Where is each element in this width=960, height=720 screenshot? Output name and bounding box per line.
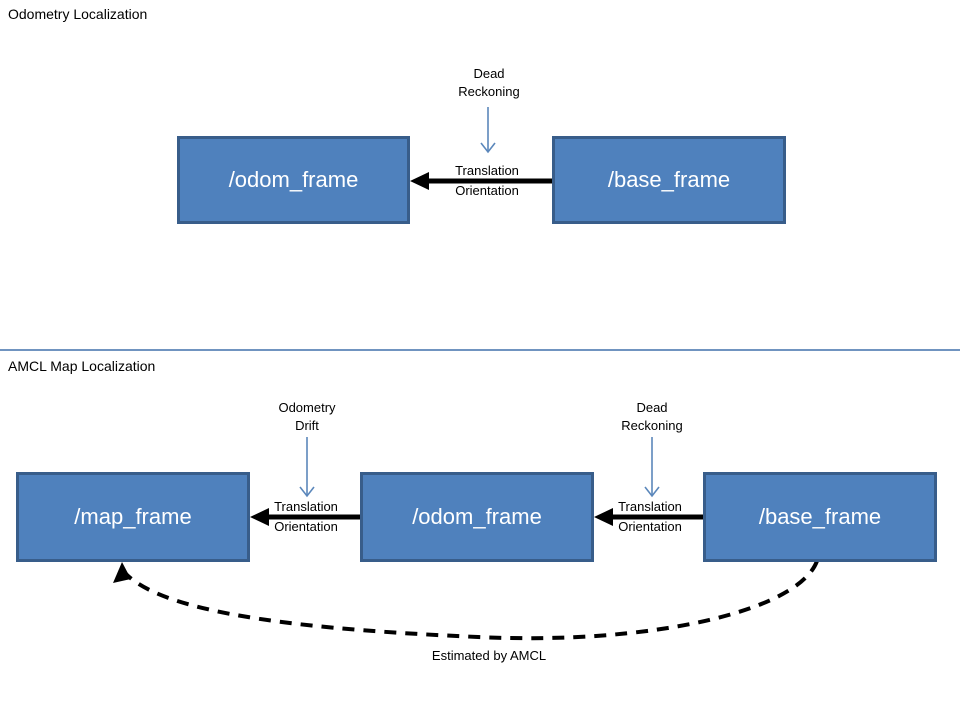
left-arrowhead-icon bbox=[594, 508, 613, 526]
annotation-line: Reckoning bbox=[621, 418, 683, 433]
edge-label-orientation: Orientation bbox=[455, 183, 519, 198]
left-arrowhead-icon bbox=[250, 508, 269, 526]
bottom-section-title: AMCL Map Localization bbox=[8, 358, 156, 374]
annotation-line: Dead bbox=[636, 400, 668, 415]
edge-base-to-odom-arrow-2 bbox=[594, 508, 703, 526]
edge-label-translation: Translation bbox=[455, 163, 519, 178]
node-odom-frame: /odom_frame bbox=[177, 136, 410, 224]
dead-reckoning-pointer-arrow-2 bbox=[644, 437, 660, 498]
annotation-dead-reckoning-2: Dead Reckoning bbox=[621, 399, 682, 435]
edge-base-to-odom-arrow bbox=[410, 172, 553, 190]
annotation-odometry-drift: Odometry Drift bbox=[278, 399, 335, 435]
annotation-line: Dead bbox=[473, 66, 505, 81]
chevron-down-icon bbox=[644, 486, 660, 498]
annotation-line: Odometry bbox=[278, 400, 336, 415]
odometry-drift-pointer-arrow bbox=[299, 437, 315, 498]
edge-label-orientation-3: Orientation bbox=[618, 519, 682, 534]
dead-reckoning-pointer-arrow bbox=[480, 107, 496, 154]
top-section-title: Odometry Localization bbox=[8, 6, 148, 22]
curve-label-estimated-by-amcl: Estimated by AMCL bbox=[431, 648, 547, 663]
node-base-frame: /base_frame bbox=[552, 136, 786, 224]
node-map-frame: /map_frame bbox=[16, 472, 250, 562]
estimated-by-amcl-curve-arrow bbox=[113, 560, 819, 641]
edge-label-translation-2: Translation bbox=[274, 499, 338, 514]
annotation-dead-reckoning: Dead Reckoning bbox=[458, 65, 519, 101]
edge-label-orientation-2: Orientation bbox=[274, 519, 338, 534]
up-arrowhead-icon bbox=[113, 562, 131, 583]
annotation-line: Reckoning bbox=[458, 84, 520, 99]
section-divider bbox=[0, 349, 960, 351]
annotation-line: Drift bbox=[295, 418, 319, 433]
left-arrowhead-icon bbox=[410, 172, 429, 190]
node-odom-frame-2: /odom_frame bbox=[360, 472, 594, 562]
chevron-down-icon bbox=[299, 486, 315, 498]
edge-odom-to-map-arrow bbox=[250, 508, 360, 526]
node-base-frame-2: /base_frame bbox=[703, 472, 937, 562]
edge-label-translation-3: Translation bbox=[618, 499, 682, 514]
chevron-down-icon bbox=[480, 142, 496, 154]
